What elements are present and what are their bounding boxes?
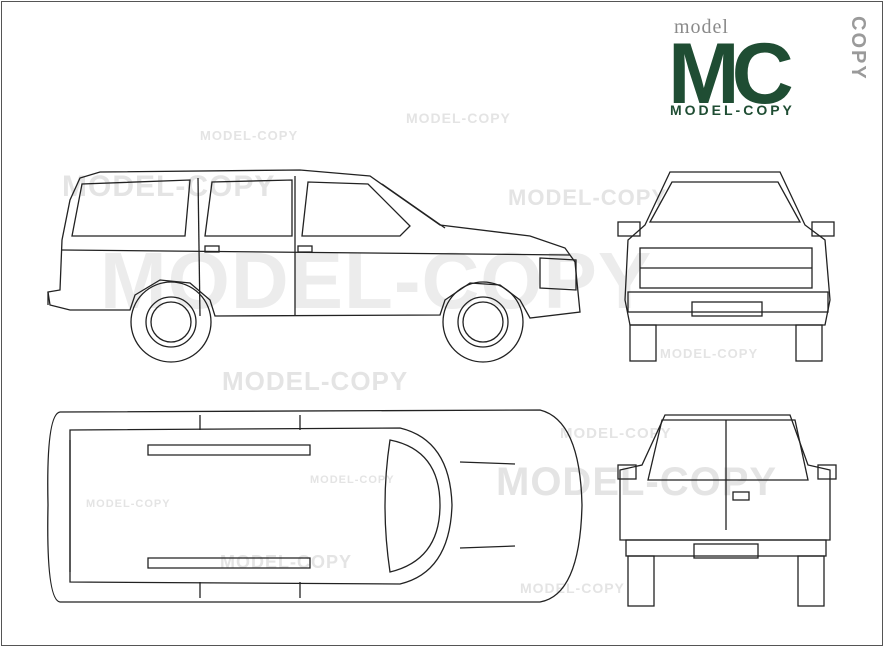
watermark: MODEL-COPY [86,498,171,510]
front-view [617,171,835,362]
top-view [47,409,583,603]
watermark: MODEL-COPY [560,425,672,442]
watermark: MODEL-COPY [200,128,299,143]
watermark: MODEL-COPY [310,474,395,486]
rear-view [617,414,837,607]
logo-small-text: model [674,16,729,38]
logo-letters: MC [668,26,794,122]
logo-bottom-text: MODEL-COPY [670,102,795,118]
watermark: MODEL-COPY [660,346,759,361]
model-copy-logo: model MC COPY MODEL-COPY [668,14,869,122]
watermark: MODEL-COPY [62,170,276,203]
side-view [47,169,581,363]
watermark: MODEL-COPY [222,366,409,396]
watermark: MODEL-COPY [508,185,668,210]
watermark: MODEL-COPY [220,552,353,572]
watermark: MODEL-COPY [520,580,625,596]
logo-vertical-text: COPY [847,16,869,81]
watermark: MODEL-COPY [406,110,511,126]
